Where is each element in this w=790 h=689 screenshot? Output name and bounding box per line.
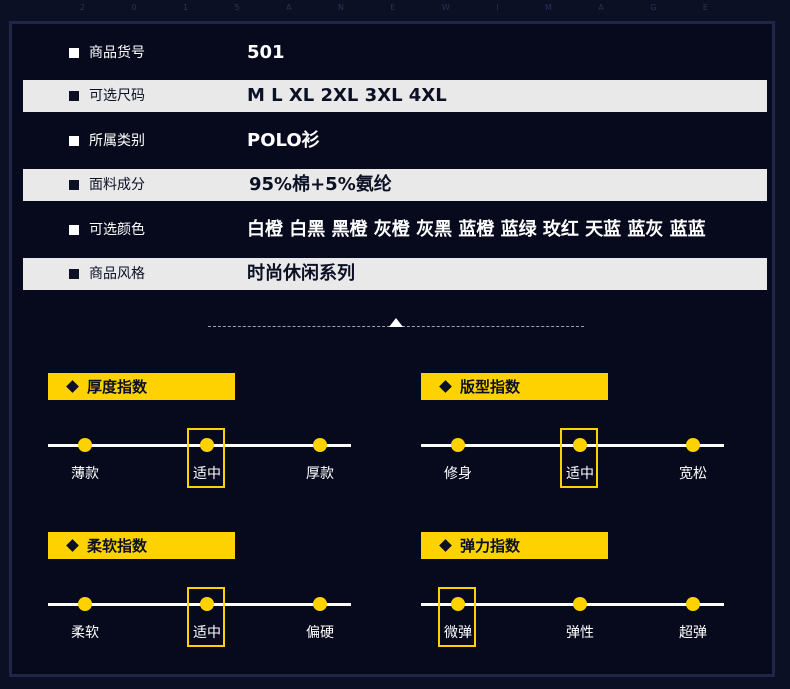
spec-label: 可选颜色 [89, 222, 145, 238]
index-title: 柔软指数 [87, 537, 148, 555]
scale-dot [313, 597, 327, 611]
banner-letter: 1 [183, 2, 191, 12]
spec-label: 商品风格 [89, 266, 145, 282]
scale-dot [573, 597, 587, 611]
softness-index: 柔软指数 柔软 适中 偏硬 [48, 532, 358, 647]
banner-letter: M [544, 2, 554, 12]
scale-dot [451, 597, 465, 611]
scale-option: 超弹 [679, 625, 707, 641]
diamond-icon [439, 539, 452, 552]
spec-row-item-number: 商品货号 501 [23, 37, 767, 69]
diamond-icon [66, 539, 79, 552]
scale-option: 厚款 [306, 466, 334, 482]
scale-option: 薄款 [71, 466, 99, 482]
banner-letter: A [286, 2, 294, 12]
scale-option: 适中 [193, 466, 221, 482]
selected-highlight [187, 428, 225, 488]
spec-value: 白橙 白黑 黑橙 灰橙 灰黑 蓝橙 蓝绿 玫红 天蓝 蓝灰 蓝蓝 [247, 219, 706, 240]
square-bullet-icon [69, 225, 79, 235]
scale-option: 微弹 [444, 625, 472, 641]
banner-letter: G [650, 2, 659, 12]
spec-row-sizes: 可选尺码 M L XL 2XL 3XL 4XL [23, 80, 767, 112]
spec-row-fabric: 面料成分 95%棉+5%氨纶 [23, 169, 767, 201]
triangle-up-icon [389, 318, 403, 327]
selected-highlight [438, 587, 476, 647]
top-banner-letters: 2 0 1 5 A N E W I M A G E [80, 0, 710, 14]
selected-highlight [187, 587, 225, 647]
scale-dot [451, 438, 465, 452]
scale-line [421, 444, 724, 447]
spec-value: 时尚休闲系列 [247, 263, 355, 284]
square-bullet-icon [69, 269, 79, 279]
index-title: 版型指数 [460, 378, 521, 396]
diamond-icon [66, 380, 79, 393]
spec-value: 95%棉+5%氨纶 [249, 174, 392, 195]
index-title: 弹力指数 [460, 537, 521, 555]
banner-letter: 0 [131, 2, 139, 12]
scale-line [48, 603, 351, 606]
scale-option: 适中 [193, 625, 221, 641]
banner-letter: E [702, 2, 710, 12]
spec-label: 可选尺码 [89, 88, 145, 104]
index-title-bar: 厚度指数 [48, 373, 235, 400]
scale-dot [573, 438, 587, 452]
spec-label: 面料成分 [89, 177, 145, 193]
square-bullet-icon [69, 48, 79, 58]
scale-line [421, 603, 724, 606]
scale-option: 修身 [444, 466, 472, 482]
spec-row-colors: 可选颜色 白橙 白黑 黑橙 灰橙 灰黑 蓝橙 蓝绿 玫红 天蓝 蓝灰 蓝蓝 [23, 214, 767, 246]
fit-index: 版型指数 修身 适中 宽松 [421, 373, 731, 488]
banner-letter: W [441, 2, 452, 12]
thickness-index: 厚度指数 薄款 适中 厚款 [48, 373, 358, 488]
product-info-frame [9, 21, 775, 677]
scale-dot [313, 438, 327, 452]
scale-dot [78, 597, 92, 611]
scale-option: 偏硬 [306, 625, 334, 641]
selected-highlight [560, 428, 598, 488]
scale-dot [200, 438, 214, 452]
scale-option: 柔软 [71, 625, 99, 641]
scale-option: 弹性 [566, 625, 594, 641]
square-bullet-icon [69, 136, 79, 146]
scale-dot [686, 438, 700, 452]
scale-line [48, 444, 351, 447]
index-title-bar: 弹力指数 [421, 532, 608, 559]
banner-letter: 5 [234, 2, 242, 12]
banner-letter: E [390, 2, 398, 12]
square-bullet-icon [69, 180, 79, 190]
banner-letter: I [496, 2, 501, 12]
index-title-bar: 柔软指数 [48, 532, 235, 559]
banner-letter: N [337, 2, 346, 12]
scale-dot [78, 438, 92, 452]
scale-dot [686, 597, 700, 611]
square-bullet-icon [69, 91, 79, 101]
spec-value: POLO衫 [247, 130, 320, 151]
banner-letter: A [598, 2, 606, 12]
spec-value: M L XL 2XL 3XL 4XL [247, 85, 447, 106]
spec-label: 商品货号 [89, 45, 145, 61]
index-title-bar: 版型指数 [421, 373, 608, 400]
spec-value: 501 [247, 42, 285, 63]
banner-letter: 2 [80, 2, 88, 12]
diamond-icon [439, 380, 452, 393]
spec-label: 所属类别 [89, 133, 145, 149]
spec-row-category: 所属类别 POLO衫 [23, 125, 767, 157]
elasticity-index: 弹力指数 微弹 弹性 超弹 [421, 532, 731, 647]
scale-option: 宽松 [679, 466, 707, 482]
scale-option: 适中 [566, 466, 594, 482]
spec-row-style: 商品风格 时尚休闲系列 [23, 258, 767, 290]
scale-dot [200, 597, 214, 611]
index-title: 厚度指数 [87, 378, 148, 396]
